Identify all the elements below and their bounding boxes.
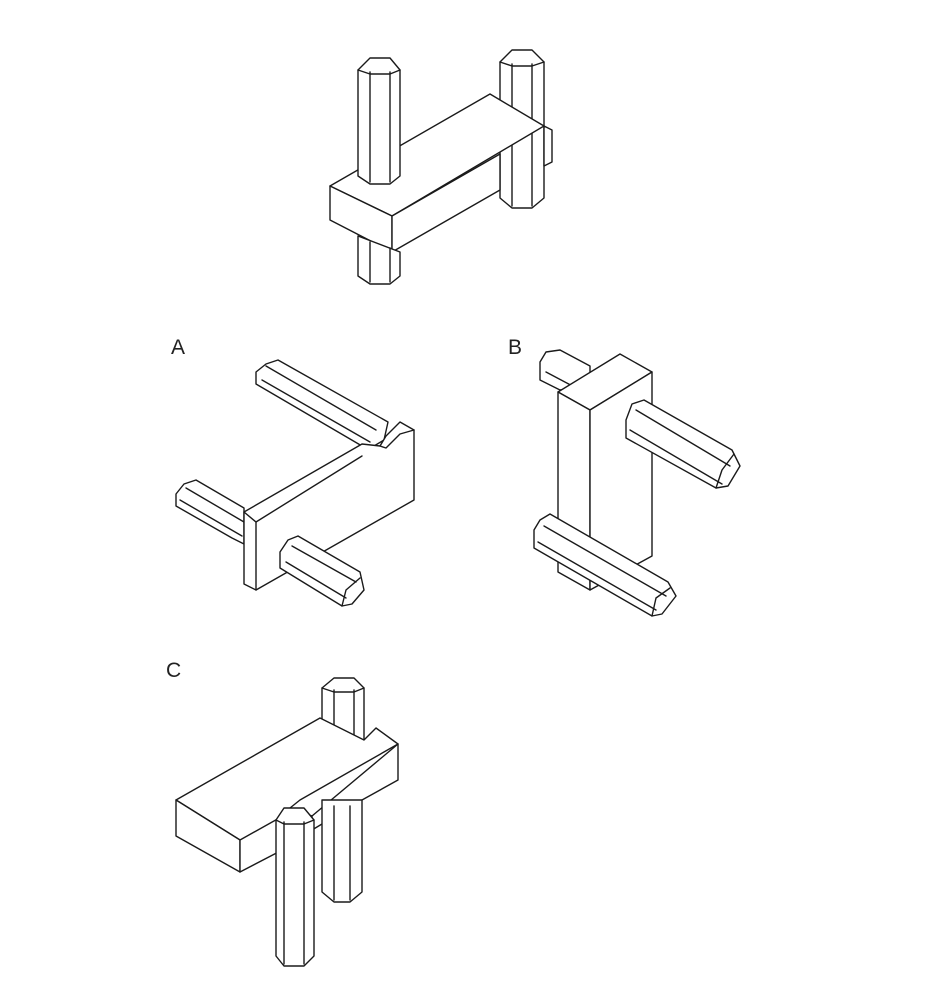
reference-peg-front bbox=[357, 57, 401, 285]
option-a-peg-top bbox=[255, 359, 389, 447]
option-a-label: A bbox=[171, 336, 185, 359]
option-c-peg-front bbox=[275, 807, 315, 967]
reference-object bbox=[329, 49, 553, 285]
option-c-peg-back-lower bbox=[321, 799, 363, 903]
reference-tab bbox=[543, 125, 553, 167]
option-a-object bbox=[175, 359, 415, 607]
option-a-peg-left bbox=[175, 479, 245, 545]
option-b-object bbox=[533, 349, 741, 617]
option-b-peg-bottom bbox=[533, 513, 677, 617]
option-b-label: B bbox=[508, 336, 522, 359]
option-c-block bbox=[175, 717, 399, 873]
option-c-object bbox=[175, 677, 399, 967]
option-a-peg-front bbox=[279, 535, 365, 607]
option-b-peg-right bbox=[625, 399, 741, 489]
reference-block bbox=[329, 93, 545, 253]
option-c-label: C bbox=[166, 659, 181, 682]
